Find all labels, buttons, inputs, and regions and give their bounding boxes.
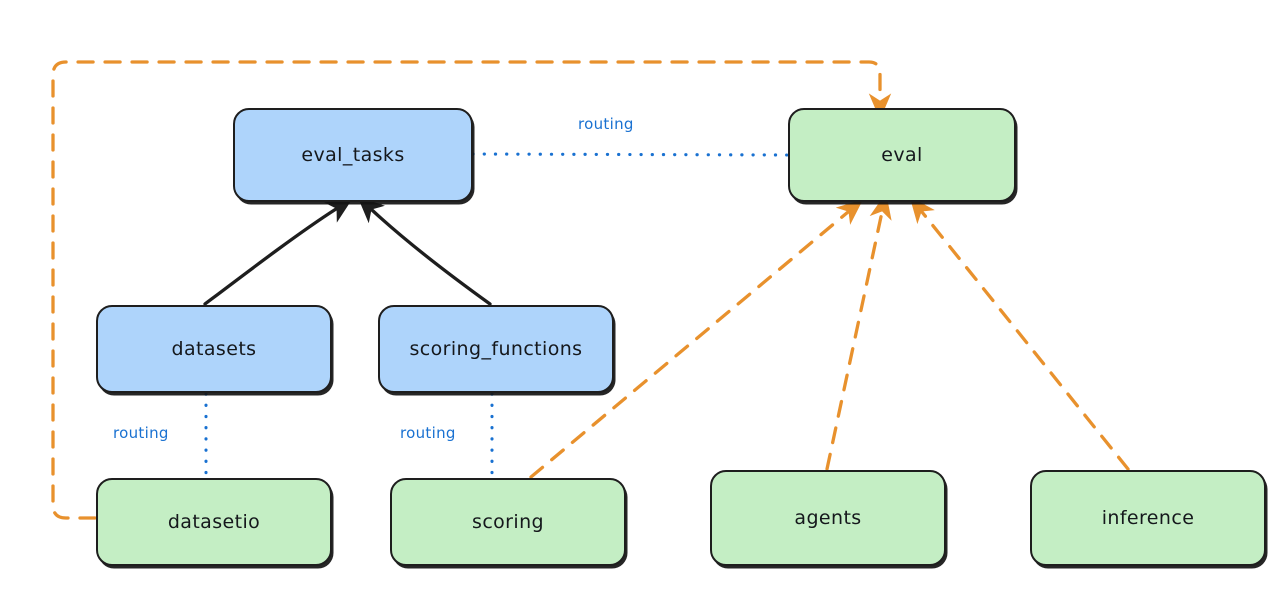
node-label: scoring	[472, 511, 544, 533]
edge-label-routing-eval: routing	[578, 115, 634, 133]
edge-label-routing-scoring: routing	[400, 424, 456, 442]
node-label: scoring_functions	[409, 338, 583, 360]
edge-inference-eval	[909, 196, 1130, 471]
edge-eval_tasks-eval	[471, 152, 790, 157]
node-eval[interactable]: eval	[788, 108, 1016, 202]
edge-scoring_functions-eval_tasks	[357, 196, 492, 306]
node-label: agents	[794, 507, 862, 529]
node-label: inference	[1101, 507, 1195, 529]
node-eval_tasks[interactable]: eval_tasks	[233, 108, 473, 202]
node-label: eval_tasks	[301, 144, 405, 166]
node-scoring_functions[interactable]: scoring_functions	[378, 305, 614, 393]
edge-datasets-eval_tasks	[203, 198, 353, 306]
node-datasets[interactable]: datasets	[96, 305, 332, 393]
node-inference[interactable]: inference	[1030, 470, 1266, 566]
edge-agents-eval	[825, 192, 892, 471]
node-datasetio[interactable]: datasetio	[96, 478, 332, 566]
node-label: datasets	[171, 338, 257, 360]
node-label: eval	[881, 144, 923, 166]
node-scoring[interactable]: scoring	[390, 478, 626, 566]
edge-label-routing-datasetio: routing	[113, 424, 169, 442]
node-label: datasetio	[167, 511, 261, 533]
node-agents[interactable]: agents	[710, 470, 946, 566]
